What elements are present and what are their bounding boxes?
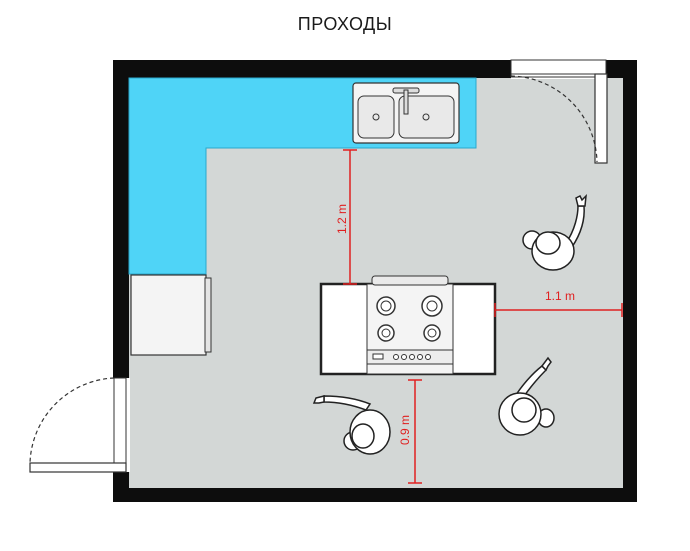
person-top-right bbox=[522, 193, 587, 271]
door-top-right bbox=[510, 59, 608, 164]
dimension-island-to-wall: 1.1 m bbox=[494, 289, 623, 317]
person-bottom-right bbox=[498, 356, 555, 436]
dimension-label-counter-to-island: 1.2 m bbox=[335, 204, 349, 234]
double-sink bbox=[352, 82, 460, 144]
dimension-label-island-to-bottom-wall: 0.9 m bbox=[398, 415, 412, 445]
door-left bbox=[29, 377, 130, 473]
dishwasher bbox=[130, 274, 212, 356]
person-bottom-left bbox=[312, 395, 391, 455]
kitchen-island bbox=[319, 275, 497, 376]
dimension-island-to-bottom-wall: 0.9 m bbox=[398, 379, 422, 484]
diagram-title: ПРОХОДЫ bbox=[297, 14, 393, 34]
dimension-counter-to-island: 1.2 m bbox=[335, 149, 357, 285]
dimension-label-island-to-wall: 1.1 m bbox=[545, 289, 575, 303]
